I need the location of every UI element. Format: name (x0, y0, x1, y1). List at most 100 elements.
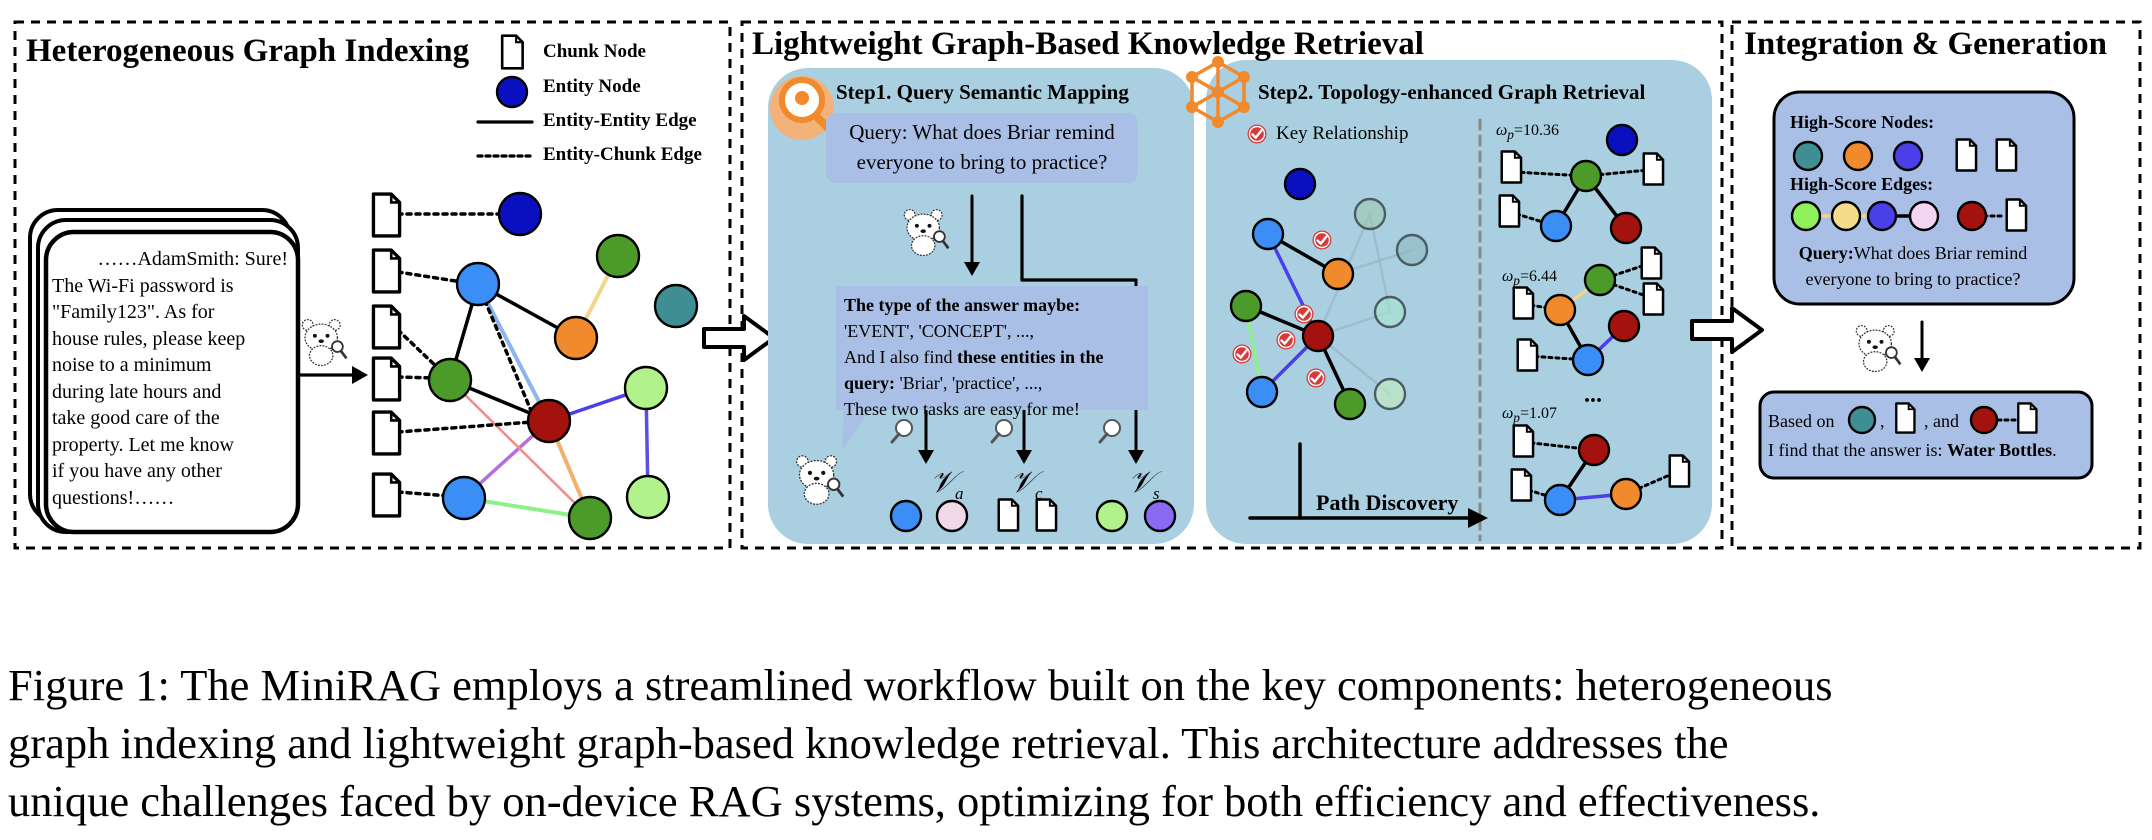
chunk-icon (1512, 424, 1535, 458)
ellipsis: ... (1584, 382, 1602, 408)
high-score-nodes-label: High-Score Nodes: (1790, 112, 1935, 132)
arrow-head (352, 366, 368, 384)
path-discovery-arrow-head (1468, 508, 1488, 528)
indexing-title: Heterogeneous Graph Indexing (26, 33, 470, 69)
answer-type-heading: The type of the answer maybe: (844, 295, 1081, 315)
figure-caption: Figure 1: The MiniRAG employs a streamli… (8, 656, 2148, 830)
and-text: , and (1924, 411, 1959, 431)
document-line: noise to a minimum (52, 354, 212, 376)
caption-line-3: unique challenges faced by on-device RAG… (8, 776, 1821, 826)
magnifier-person (795, 91, 809, 105)
entity-chunk-edge (396, 490, 452, 498)
faded-edge (1368, 212, 1392, 314)
based-on-text: Based on (1768, 411, 1835, 431)
answer-line3-pre: And I also find (844, 347, 957, 367)
arrow-head (1128, 450, 1144, 464)
entity-node (553, 315, 599, 361)
panel-border-integration (1730, 20, 2142, 550)
legend-entity-node: Entity Node (543, 76, 641, 97)
path-discovery-label: Path Discovery (1316, 490, 1459, 515)
assistant-icon (300, 318, 348, 367)
check-icon (1276, 330, 1296, 350)
answer-chunk-icon (1895, 402, 1916, 434)
entity-node (1605, 123, 1639, 157)
answer-entities: 'Briar', 'practice', ..., (895, 373, 1043, 393)
document-line: ……AdamSmith: Sure! (97, 248, 288, 270)
entity-node (1245, 375, 1279, 409)
legend-entity-chunk-edge: Entity-Chunk Edge (543, 144, 702, 165)
document-card (43, 229, 301, 535)
small-magnifier-handle (1098, 432, 1109, 444)
chunk-icon (1500, 150, 1523, 184)
chunk-icon (371, 410, 402, 456)
check-icon (1232, 344, 1252, 364)
chunk-icon (1516, 338, 1539, 372)
omega-label-1: ωp=10.36 (1496, 122, 1559, 143)
answer-line3-bold: these entities in the (956, 347, 1104, 367)
caption-line-2: graph indexing and lightweight graph-bas… (8, 718, 1729, 768)
entity-node (1571, 343, 1605, 377)
entity-chunk-edge (396, 420, 534, 434)
document-line: questions!…… (52, 486, 175, 509)
small-magnifier-icon (1103, 419, 1121, 437)
entity-chunk-edge (396, 328, 442, 372)
chunk-icon (371, 192, 402, 238)
set-va: 𝒱a (930, 466, 964, 503)
high-score-edge-node (1830, 200, 1862, 232)
high-score-chunk (1955, 138, 1978, 172)
chunk-icon (371, 356, 402, 402)
edge (448, 378, 592, 520)
chunk-icon (1498, 194, 1521, 228)
edge (476, 282, 551, 423)
arrow-head (1914, 358, 1930, 372)
set-vs: 𝒱s (1128, 466, 1160, 503)
high-score-edge-node (1866, 200, 1898, 232)
chunk-icon (1668, 454, 1691, 488)
entity-node (1229, 289, 1263, 323)
entity-node (427, 357, 473, 403)
assistant-icon (1854, 324, 1902, 373)
integration-title: Integration & Generation (1744, 26, 2107, 62)
legend-chunk-node: Chunk Node (543, 41, 646, 62)
arrow-head (1016, 450, 1032, 464)
document-line: house rules, please keep (52, 327, 246, 350)
arrow-head (918, 450, 934, 464)
entity-node (567, 495, 613, 541)
document-text: ……AdamSmith: Sure! The Wi-Fi password is… (52, 246, 288, 511)
small-magnifier-icon (995, 419, 1013, 437)
entity-node (1609, 477, 1643, 511)
step1-title: Step1. Query Semantic Mapping (836, 80, 1129, 104)
set-vc: 𝒱c (1010, 466, 1043, 503)
entity-node (1543, 293, 1577, 327)
entity-node (1569, 159, 1603, 193)
network-icon-node (1212, 56, 1224, 68)
entity-node (1543, 483, 1577, 517)
document-line: during late hours and (52, 380, 222, 403)
small-magnifier-handle (990, 432, 1001, 444)
vc-chunk-icon (1035, 498, 1058, 532)
high-score-edge-chunk (2005, 198, 2028, 232)
key-relationship-label: Key Relationship (1276, 123, 1409, 144)
entity-node (653, 283, 699, 329)
final-answer: Water Bottles (1946, 440, 2053, 460)
document-line: "Family123". As for (52, 301, 215, 323)
entity-node (623, 365, 669, 411)
panel-border-indexing (13, 20, 732, 550)
answer-chunk-icon (2017, 402, 2038, 434)
entity-node (497, 191, 543, 237)
network-icon-node (1212, 116, 1224, 128)
faded-node (1373, 377, 1407, 411)
omega-label-2: ωp=6.44 (1502, 268, 1557, 289)
entity-node (1583, 263, 1617, 297)
small-magnifier-handle (890, 432, 901, 444)
network-icon-node (1186, 101, 1198, 113)
faded-node (1373, 295, 1407, 329)
entity-node (1283, 167, 1317, 201)
entity-node (625, 474, 671, 520)
check-icon (1312, 230, 1332, 250)
entity-node (455, 261, 501, 307)
chunk-icon (1640, 246, 1663, 280)
answer-line5: These two tasks are easy for me! (844, 399, 1080, 419)
va-node (935, 499, 969, 533)
high-score-chunk (1995, 138, 2018, 172)
